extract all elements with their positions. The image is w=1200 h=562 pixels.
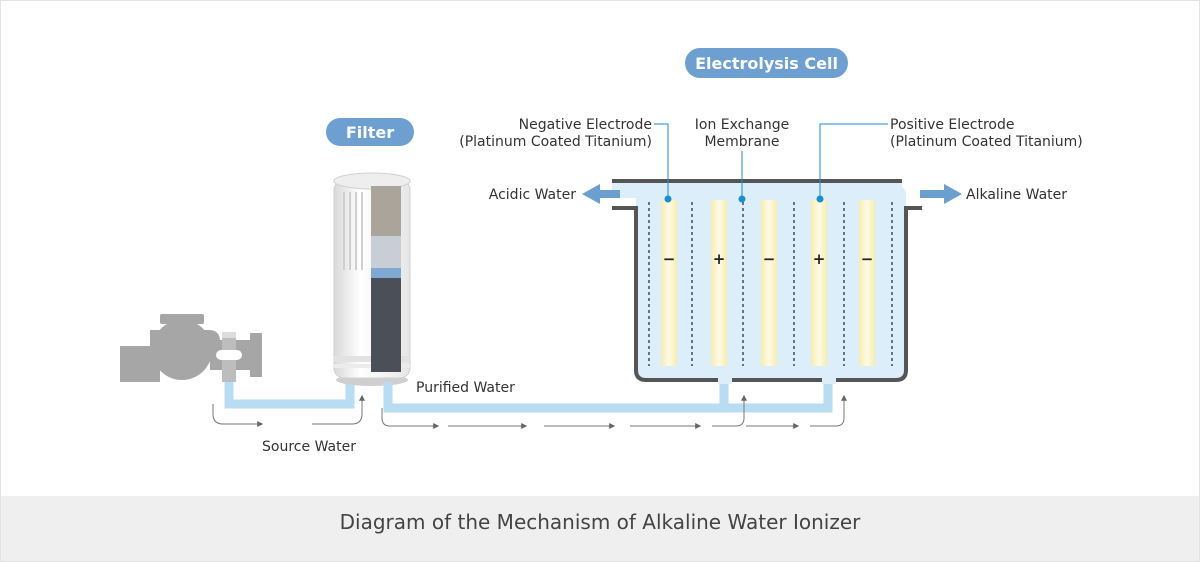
electrode <box>811 200 827 366</box>
positive-electrode-label-line2: (Platinum Coated Titanium) <box>890 134 1083 150</box>
electrode <box>711 200 727 366</box>
diagram-caption: Diagram of the Mechanism of Alkaline Wat… <box>339 510 861 534</box>
alkaline-water-label: Alkaline Water <box>966 187 1067 203</box>
purified-water-label: Purified Water <box>416 380 515 396</box>
electrode-sign: − <box>663 250 676 268</box>
electrodes <box>661 200 875 366</box>
filter-media-light <box>371 236 401 270</box>
electrolysis-cell-label: Electrolysis Cell <box>695 54 838 73</box>
filter-label: Filter <box>346 123 394 142</box>
electrolysis-cell-pill: Electrolysis Cell <box>685 48 848 78</box>
source-water-pipe <box>224 382 355 409</box>
electrode-signs: − + − + − <box>663 250 874 268</box>
electrode <box>761 200 777 366</box>
electrode <box>859 200 875 366</box>
faucet-icon <box>120 314 262 382</box>
filter-cartridge <box>333 172 411 386</box>
leader-dots <box>664 195 824 203</box>
electrode-sign: − <box>861 250 874 268</box>
alkaline-outflow-arrow-icon <box>920 184 962 204</box>
acidic-water-label: Acidic Water <box>489 187 576 203</box>
source-flow-arrows <box>212 394 365 427</box>
ion-exchange-label-line2: Membrane <box>704 134 779 150</box>
electrode-sign: − <box>763 250 776 268</box>
filter-media-carbon <box>371 278 401 372</box>
electrode <box>661 200 677 366</box>
electrode-sign: + <box>713 250 726 268</box>
positive-electrode-label-line1: Positive Electrode <box>890 117 1014 133</box>
leader-lines <box>654 123 888 198</box>
ion-exchange-label-line1: Ion Exchange <box>695 117 789 133</box>
electrode-sign: + <box>813 250 826 268</box>
source-water-label: Source Water <box>262 439 356 455</box>
negative-electrode-label-line1: Negative Electrode <box>519 117 652 133</box>
caption-bar: Diagram of the Mechanism of Alkaline Wat… <box>1 496 1199 561</box>
purified-flow-arrows <box>381 394 847 429</box>
acidic-outflow-arrow-icon <box>582 184 620 204</box>
filter-pill: Filter <box>326 118 414 146</box>
negative-electrode-label-line2: (Platinum Coated Titanium) <box>459 134 652 150</box>
